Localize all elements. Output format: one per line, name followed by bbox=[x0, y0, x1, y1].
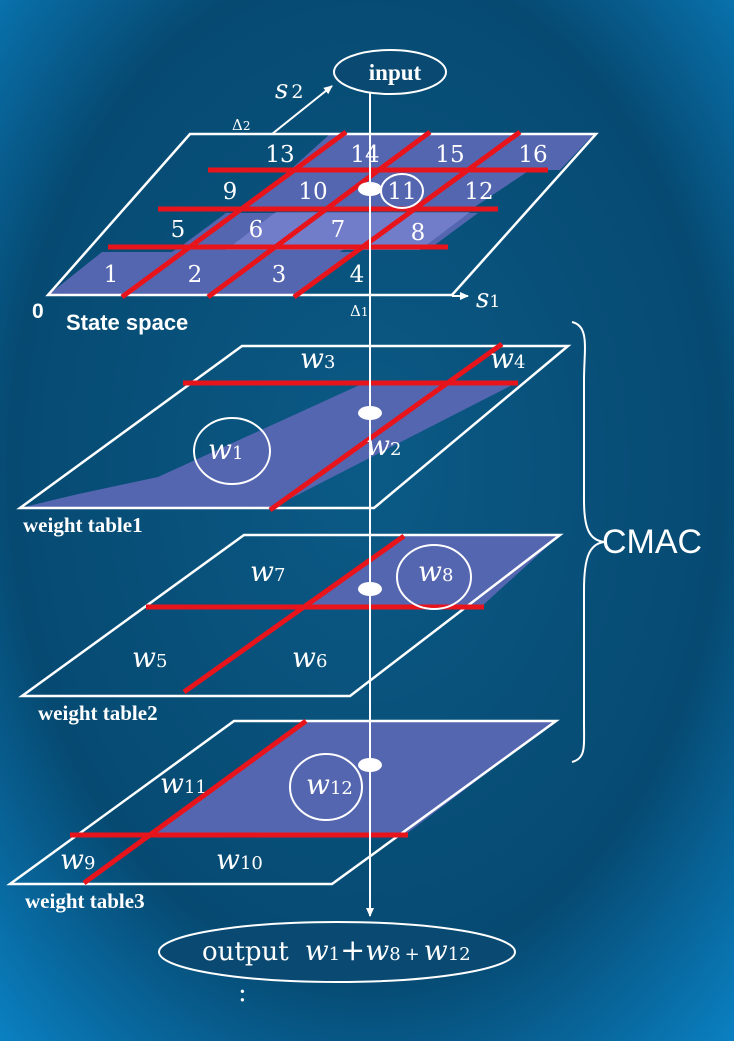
cell-number-1: 1 bbox=[104, 262, 119, 288]
state-space-cell-numbers: 1 2 3 4 5 6 7 8 9 10 11 12 13 14 15 16 bbox=[104, 142, 548, 288]
delta1-label: Δ1 bbox=[350, 302, 368, 320]
cell-number-12: 12 bbox=[464, 179, 493, 205]
input-label: input bbox=[369, 60, 422, 85]
w9-label: w9 bbox=[60, 843, 95, 876]
point-marker-table-2 bbox=[358, 582, 382, 596]
cell-number-2: 2 bbox=[188, 262, 203, 288]
weight-table-1-outline bbox=[16, 344, 572, 510]
w1-circle bbox=[193, 417, 271, 485]
cell-number-10: 10 bbox=[298, 179, 327, 205]
cell-number-14: 14 bbox=[350, 142, 379, 168]
weight-table-3: w9 w10 w11 w12 weight table3 bbox=[6, 718, 560, 913]
w4-label: w4 bbox=[490, 342, 525, 375]
continuation-dots: : bbox=[238, 978, 247, 1008]
weight-table-3-label: weight table3 bbox=[25, 889, 145, 913]
origin-label: 0 bbox=[32, 300, 44, 323]
weight-table-1-weights: w1 w2 w3 w4 bbox=[208, 342, 525, 466]
state-space-label: State space bbox=[66, 310, 188, 335]
cell-number-16: 16 bbox=[518, 142, 547, 168]
point-marker-table-3 bbox=[358, 758, 382, 772]
point-marker-state-space bbox=[358, 182, 382, 196]
cell-number-6: 6 bbox=[249, 217, 264, 243]
cmac-brace bbox=[571, 321, 605, 763]
weight-table-3-red-d bbox=[82, 718, 308, 886]
state-space-red-d1 bbox=[120, 129, 348, 300]
weight-table-1-highlight bbox=[20, 383, 516, 508]
cell-number-11: 11 bbox=[387, 179, 416, 205]
w6-label: w6 bbox=[292, 641, 327, 674]
cell-number-8: 8 bbox=[411, 220, 426, 246]
output-word: output bbox=[202, 937, 289, 967]
output-ellipse bbox=[158, 921, 516, 983]
s1-axis-label: s1 bbox=[476, 284, 500, 314]
state-space-highlight-row4 bbox=[290, 134, 594, 170]
weight-table-3-outline bbox=[6, 719, 560, 886]
weight-table-2-weights: w5 w6 w7 w8 bbox=[132, 555, 453, 674]
w5-label: w5 bbox=[132, 641, 167, 674]
cell-number-15: 15 bbox=[435, 142, 464, 168]
state-space-outline bbox=[45, 132, 599, 297]
w8-label: w8 bbox=[418, 555, 453, 588]
cell-number-13: 13 bbox=[265, 142, 294, 168]
w3-label: w3 bbox=[300, 342, 335, 375]
input-ellipse bbox=[333, 49, 447, 95]
w7-label: w7 bbox=[250, 555, 285, 588]
state-space-red-d2 bbox=[206, 129, 432, 300]
weight-table-1: w1 w2 w3 w4 weight table1 bbox=[16, 341, 572, 537]
w12-circle bbox=[289, 753, 363, 821]
cell-number-3: 3 bbox=[272, 262, 287, 288]
state-space-red-d3 bbox=[292, 129, 522, 300]
delta2-label: Δ2 bbox=[232, 116, 250, 134]
weight-table-2-red-d bbox=[182, 533, 406, 695]
point-marker-table-1 bbox=[358, 406, 382, 420]
weight-table-3-weights: w9 w10 w11 w12 bbox=[60, 767, 353, 876]
cell-number-4: 4 bbox=[350, 262, 365, 288]
cmac-label: CMAC bbox=[602, 523, 702, 561]
weight-table-1-label: weight table1 bbox=[23, 513, 143, 537]
w12-label: w12 bbox=[306, 768, 353, 801]
cell-number-7: 7 bbox=[331, 217, 346, 243]
s2-axis-arrow bbox=[271, 85, 333, 135]
state-space-highlight-base bbox=[48, 252, 352, 295]
w11-label: w11 bbox=[160, 767, 207, 800]
w10-label: w10 bbox=[216, 843, 263, 876]
weight-table-2-label: weight table2 bbox=[38, 701, 158, 725]
weight-table-1-red-d bbox=[268, 341, 504, 513]
cell-number-5: 5 bbox=[171, 217, 186, 243]
cell-number-9: 9 bbox=[223, 179, 238, 205]
weight-table-3-highlight bbox=[150, 721, 556, 834]
w1-label: w1 bbox=[208, 433, 243, 466]
weight-table-2-outline bbox=[18, 533, 564, 698]
w8-circle bbox=[396, 544, 472, 610]
